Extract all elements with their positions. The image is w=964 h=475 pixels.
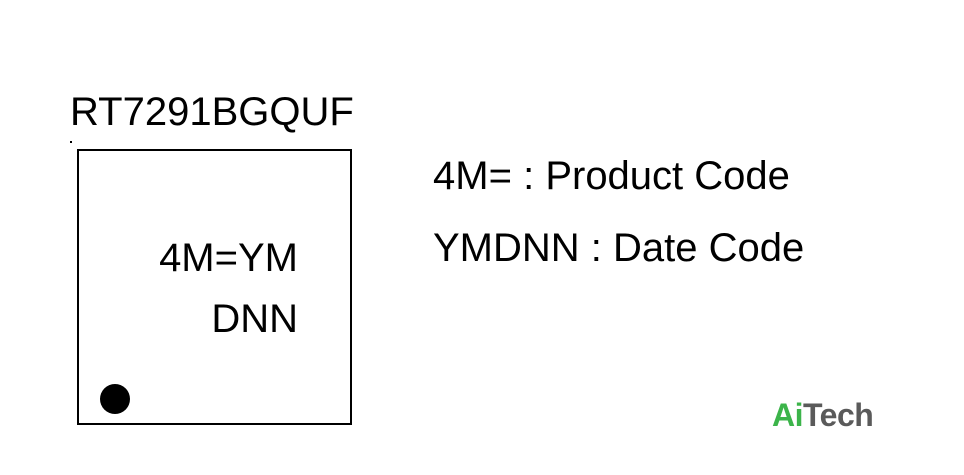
legend-code: YMDNN bbox=[433, 226, 580, 270]
chip-marking-line1: 4M=YM bbox=[159, 236, 298, 280]
watermark-ai-text: Ai bbox=[772, 397, 804, 433]
chip-package-outline: 4M=YM DNN bbox=[77, 149, 352, 425]
legend-separator: : bbox=[590, 226, 602, 270]
legend-separator: : bbox=[523, 154, 535, 198]
legend-date-code: YMDNN : Date Code bbox=[433, 225, 804, 271]
pin1-tick-mark bbox=[70, 141, 72, 143]
chip-marking-line2: DNN bbox=[211, 297, 298, 341]
legend-meaning: Product Code bbox=[545, 154, 790, 198]
legend-product-code: 4M= : Product Code bbox=[433, 153, 790, 199]
legend-code: 4M= bbox=[433, 154, 512, 198]
watermark-tech-text: Tech bbox=[803, 397, 874, 433]
legend-meaning: Date Code bbox=[613, 226, 805, 270]
part-number-label: RT7291BGQUF bbox=[70, 90, 354, 134]
aitech-watermark-logo: AiTech bbox=[772, 396, 874, 434]
pin1-indicator-dot bbox=[100, 384, 130, 414]
